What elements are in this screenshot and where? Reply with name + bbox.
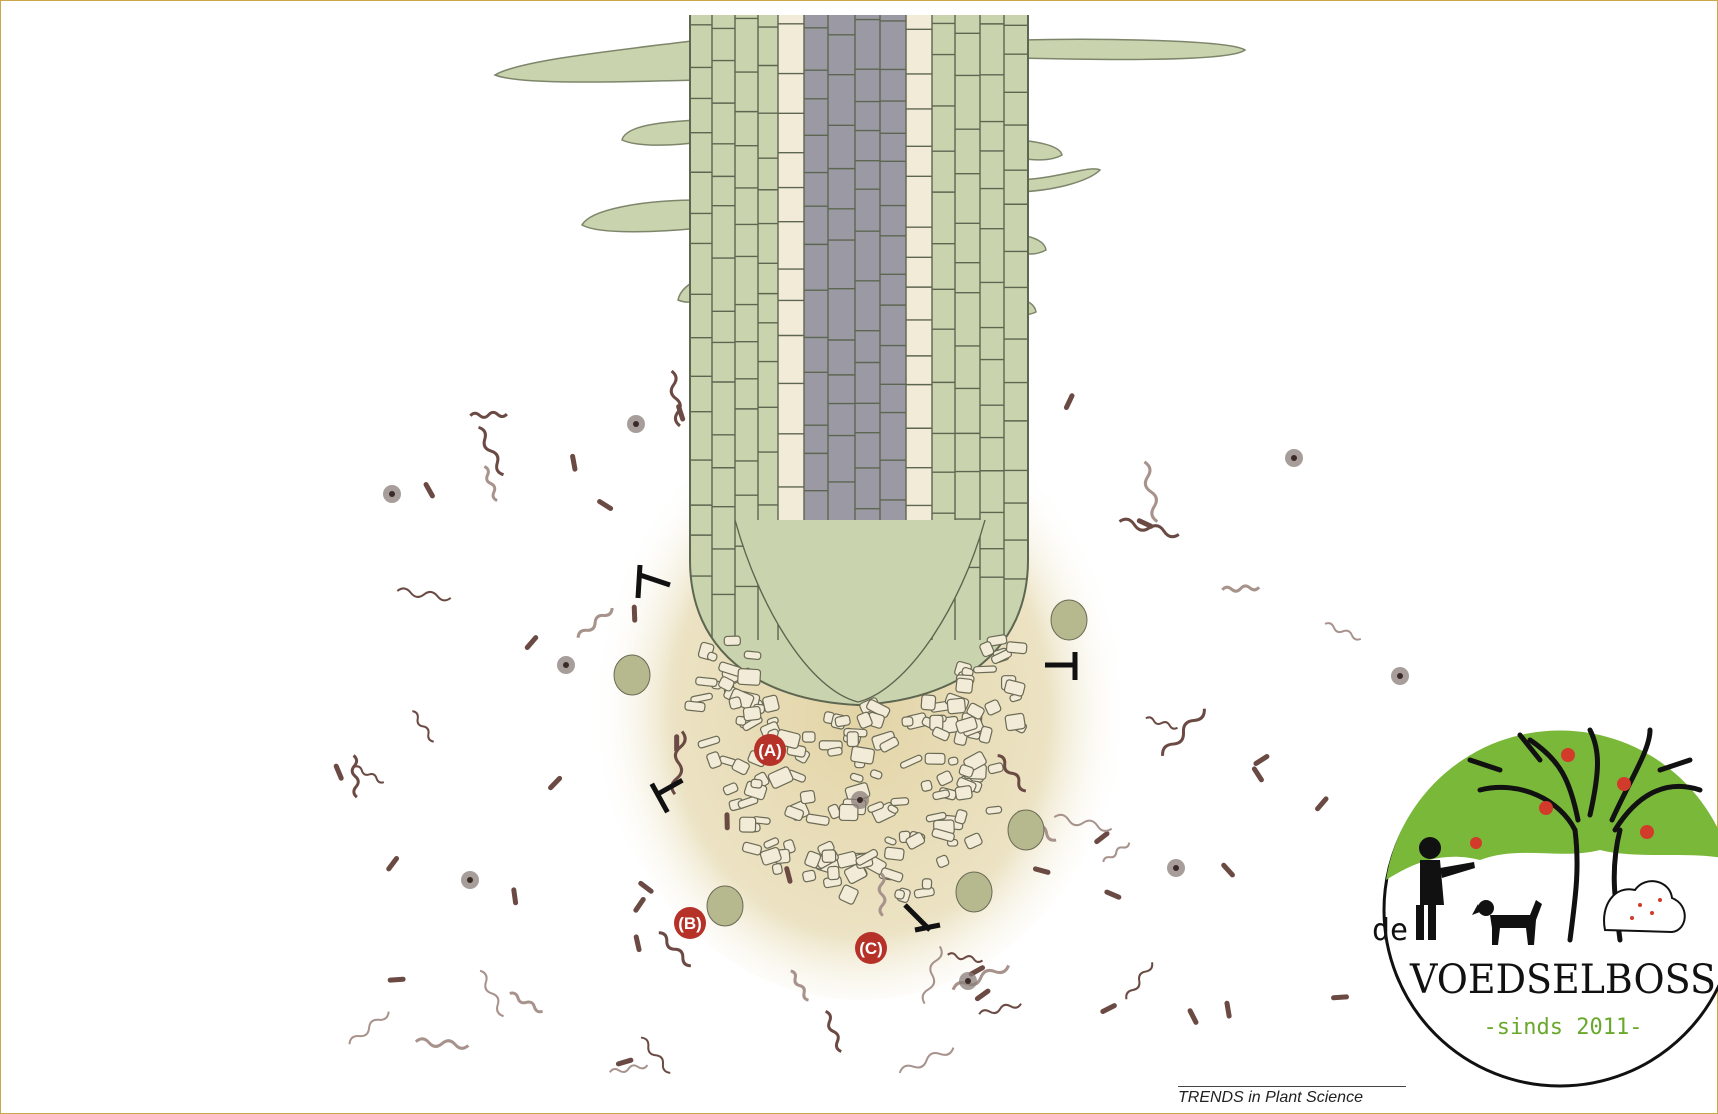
voedselboss-logo: de VOEDSELBOSS -sinds 2011-	[1372, 721, 1718, 1086]
root-body	[690, 15, 1028, 715]
label-b: (B)	[678, 914, 702, 933]
figure-credit: TRENDS in Plant Science	[1178, 1086, 1406, 1107]
label-c: (C)	[859, 939, 883, 958]
logo-prefix: de	[1372, 913, 1408, 948]
label-a: (A)	[758, 741, 782, 760]
logo-since: -sinds 2011-	[1484, 1015, 1643, 1040]
logo-name: VOEDSELBOSS	[1409, 957, 1716, 1003]
label-b-marker: (B)	[674, 907, 706, 939]
label-c-marker: (C)	[855, 932, 887, 964]
label-a-marker: (A)	[754, 734, 786, 766]
